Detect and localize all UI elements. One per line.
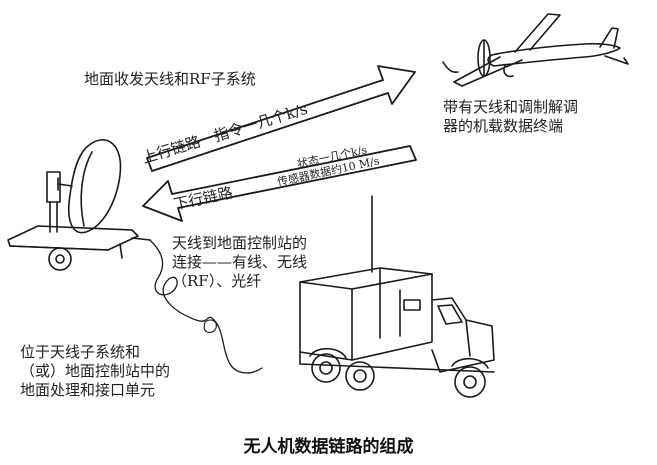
ground-antenna-label: 地面收发天线和RF子系统: [84, 70, 256, 88]
uav-aircraft-icon: [442, 13, 629, 87]
ground-control-truck-icon: [299, 195, 495, 398]
ground-processing-label: 位于天线子系统和 （或）地面控制站中的 地面处理和接口单元: [20, 343, 171, 399]
connection-cable: [149, 239, 263, 374]
ground-antenna-trailer-icon: [7, 139, 151, 271]
uplink-arrow: [146, 65, 416, 172]
downlink-arrow: [142, 145, 417, 222]
airborne-terminal-label: 带有天线和调制解调 器的机载数据终端: [443, 98, 579, 135]
figure-caption: 无人机数据链路的组成: [243, 437, 414, 457]
connection-label: 天线到地面控制站的 连接——有线、无线 （RF）、光纤: [172, 234, 308, 290]
